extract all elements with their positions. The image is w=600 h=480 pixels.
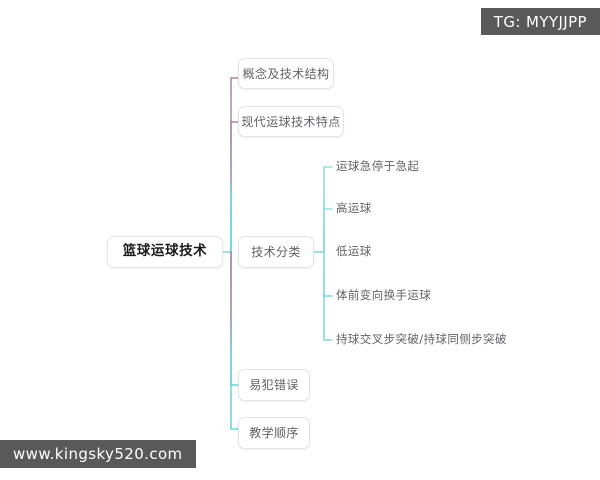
mindmap-leaf-high-dribble[interactable]: 高运球	[336, 201, 372, 215]
mindmap-leaf-crossover-dribble[interactable]: 体前变向换手运球	[336, 288, 432, 302]
mindmap-node-teaching-order[interactable]: 教学顺序	[238, 417, 310, 449]
mindmap-leaf-stop-and-go[interactable]: 运球急停于急起	[336, 159, 420, 173]
mindmap-root-label: 篮球运球技术	[122, 243, 208, 260]
watermark-bottom-left: www.kingsky520.com	[0, 440, 196, 468]
watermark-bottom-left-text: www.kingsky520.com	[13, 445, 183, 463]
mindmap-leaf-label: 低运球	[336, 244, 372, 258]
mindmap-node-label: 现代运球技术特点	[241, 114, 341, 129]
mindmap-leaf-breakthrough-steps[interactable]: 持球交叉步突破/持球同侧步突破	[336, 332, 507, 346]
mindmap-root-node[interactable]: 篮球运球技术	[107, 236, 223, 268]
mindmap-node-common-errors[interactable]: 易犯错误	[238, 369, 310, 401]
watermark-top-right-text: TG: MYYJJPP	[493, 12, 587, 31]
mindmap-leaf-low-dribble[interactable]: 低运球	[336, 244, 372, 258]
watermark-top-right: TG: MYYJJPP	[480, 8, 600, 35]
mindmap-node-label: 技术分类	[251, 245, 301, 259]
mindmap-node-concept-structure[interactable]: 概念及技术结构	[238, 58, 334, 89]
mindmap-node-label: 概念及技术结构	[242, 66, 330, 81]
mindmap-node-label: 教学顺序	[249, 426, 299, 440]
mindmap-leaf-label: 运球急停于急起	[336, 159, 420, 173]
mindmap-node-technique-classification[interactable]: 技术分类	[238, 236, 314, 268]
mindmap-leaf-label: 持球交叉步突破/持球同侧步突破	[336, 332, 507, 346]
mindmap-leaf-label: 体前变向换手运球	[336, 288, 432, 302]
mindmap-node-modern-features[interactable]: 现代运球技术特点	[238, 106, 344, 137]
mindmap-node-label: 易犯错误	[249, 378, 299, 392]
mindmap-leaf-label: 高运球	[336, 201, 372, 215]
